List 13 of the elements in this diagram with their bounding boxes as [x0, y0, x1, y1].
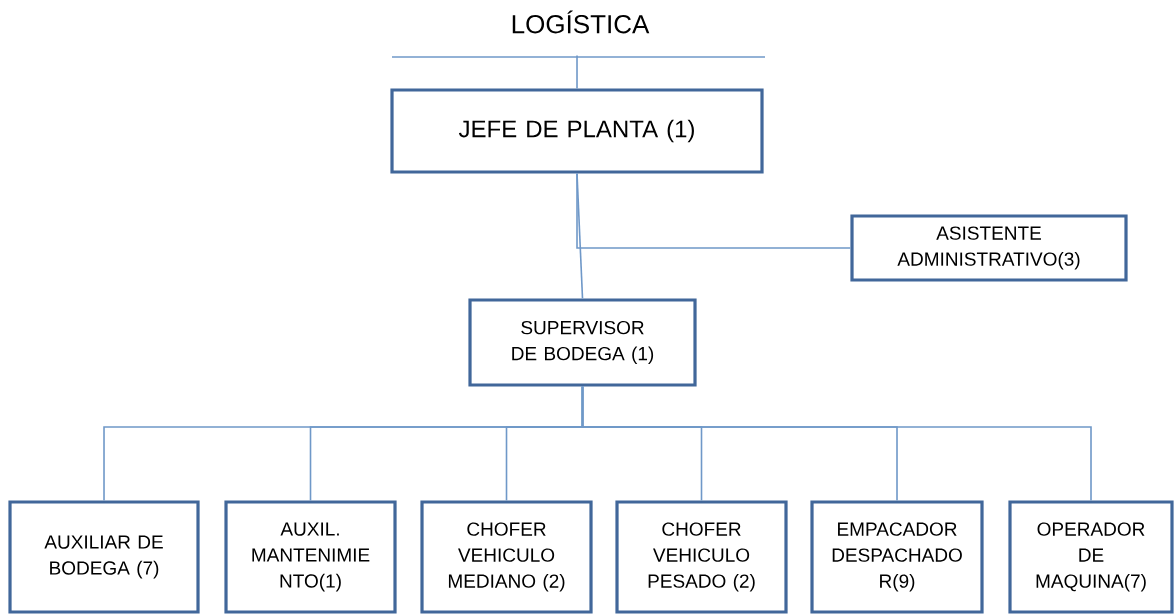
position-box: SUPERVISOR DE BODEGA (1) [468, 298, 697, 387]
connector-line [576, 172, 584, 300]
position-box: ASISTENTE ADMINISTRATIVO(3) [850, 214, 1128, 282]
position-box: AUXILIAR DE BODEGA (7) [8, 500, 200, 614]
position-box: EMPACADOR DESPACHADO R(9) [810, 500, 984, 614]
position-box: CHOFER VEHICULO PESADO (2) [615, 500, 788, 614]
position-box: JEFE DE PLANTA (1) [390, 88, 764, 174]
position-box: OPERADOR DE MAQUINA(7) [1008, 500, 1174, 614]
position-box: CHOFER VEHICULO MEDIANO (2) [420, 500, 593, 614]
position-box: AUXIL. MANTENIMIE NTO(1) [224, 500, 397, 614]
title: LOGÍSTICA [512, 10, 650, 34]
connector-line [576, 54, 578, 90]
connector-line [581, 385, 1092, 502]
